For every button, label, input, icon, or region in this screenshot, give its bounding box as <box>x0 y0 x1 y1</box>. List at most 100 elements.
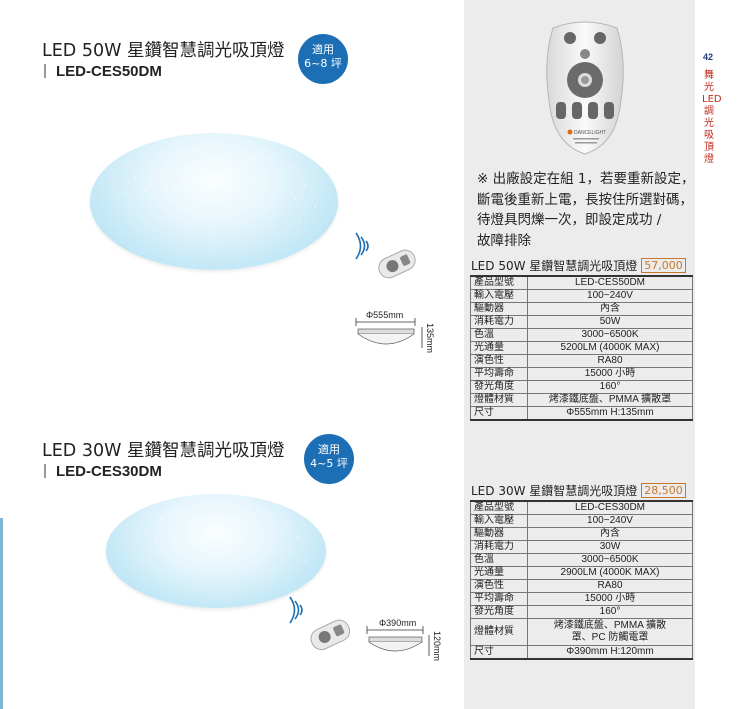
spec-value: 15000 小時 <box>527 367 693 381</box>
note-line: ※ 出廠設定在組 1，若要重新設定， <box>477 171 695 187</box>
spec-key: 產品型號 <box>470 275 528 290</box>
lamp-sparkles <box>133 504 307 563</box>
dimension-drawing-50w: Φ555mm 135mm <box>354 310 439 355</box>
model-text: LED-CES30DM <box>56 463 162 480</box>
note-line: 故障排除 <box>477 232 531 249</box>
spec-value: 100~240V <box>527 289 693 303</box>
product-title-50w: LED 50W 星鑽智慧調光吸頂燈 <box>42 41 285 61</box>
spec-key: 光通量 <box>470 341 528 355</box>
spec-value: 30W <box>527 540 693 554</box>
section-side-label: 舞光LED調光吸頂燈 <box>702 70 722 165</box>
lamp-sparkles <box>119 146 316 222</box>
area-badge-50w: 適用 6~8 坪 <box>298 34 348 84</box>
badge-line1: 適用 <box>312 43 334 56</box>
spec-value: 5200LM (4000K MAX) <box>527 341 693 355</box>
badge-line2: 4~5 坪 <box>310 457 348 470</box>
spec-value: 160° <box>527 380 693 394</box>
spec-title-text: LED 30W 星鑽智慧調光吸頂燈 <box>471 484 638 498</box>
spec-key: 輸入電壓 <box>470 289 528 303</box>
handheld-remote-illustration-50w <box>355 232 416 279</box>
product-model-30w: LED-CES30DM <box>44 463 162 480</box>
spec-key: 驅動器 <box>470 302 528 316</box>
spec-key: 發光角度 <box>470 605 528 619</box>
table-row: 驅動器內含 <box>470 527 693 541</box>
price-tag: 28,500 <box>641 483 686 498</box>
model-text: LED-CES50DM <box>56 63 162 80</box>
spec-value: 15000 小時 <box>527 592 693 606</box>
table-row: 燈體材質烤漆鐵底盤、PMMA 擴散罩 <box>470 393 693 407</box>
spec-value: Φ390mm H:120mm <box>527 645 693 660</box>
signal-waves-icon <box>289 596 303 624</box>
left-edge-bar <box>0 518 3 709</box>
spec-value: RA80 <box>527 579 693 593</box>
spec-key: 色溫 <box>470 553 528 567</box>
dimension-drawing-30w: Φ390mm 120mm <box>365 618 445 663</box>
power-off-button <box>564 32 576 44</box>
height-label: 120mm <box>432 631 442 662</box>
table-row: 驅動器內含 <box>470 302 693 316</box>
spec-title-text: LED 50W 星鑽智慧調光吸頂燈 <box>471 259 638 273</box>
diameter-label: Φ555mm <box>366 310 404 320</box>
spec-key: 輸入電壓 <box>470 514 528 528</box>
spec-value: 2900LM (4000K MAX) <box>527 566 693 580</box>
product-model-50w: LED-CES50DM <box>44 63 162 80</box>
spec-key: 平均壽命 <box>470 367 528 381</box>
spec-value: LED-CES50DM <box>527 275 693 290</box>
spec-value: 100~240V <box>527 514 693 528</box>
spec-value: 160° <box>527 605 693 619</box>
product-title-30w: LED 30W 星鑽智慧調光吸頂燈 <box>42 441 285 461</box>
spec-key: 光通量 <box>470 566 528 580</box>
spec-key: 燈體材質 <box>470 393 528 407</box>
badge-line2: 6~8 坪 <box>304 57 342 70</box>
spec-key: 發光角度 <box>470 380 528 394</box>
note-line: 斷電後重新上電，長按住所選對碼， <box>477 191 693 208</box>
spec-key: 燈體材質 <box>470 618 528 646</box>
height-label: 135mm <box>425 323 435 354</box>
remote-control-image: DANCELIGHT <box>546 21 624 155</box>
spec-key: 驅動器 <box>470 527 528 541</box>
spec-key: 消耗電力 <box>470 540 528 554</box>
table-row: 燈體材質烤漆鐵底盤、PMMA 擴散罩、PC 防觸電罩 <box>470 618 693 646</box>
model-divider <box>44 64 46 78</box>
signal-waves-icon <box>355 232 369 260</box>
badge-line1: 適用 <box>318 443 340 456</box>
spec-value: 內含 <box>527 302 693 316</box>
ceiling-lamp-image-30w <box>106 494 326 608</box>
page-number: 42 <box>703 52 714 62</box>
spec-key: 尺寸 <box>470 406 528 421</box>
area-badge-30w: 適用 4~5 坪 <box>304 434 354 484</box>
spec-value: RA80 <box>527 354 693 368</box>
power-on-button <box>594 32 606 44</box>
spec-key: 消耗電力 <box>470 315 528 329</box>
model-divider <box>44 464 46 478</box>
diameter-label: Φ390mm <box>379 618 417 628</box>
spec-key: 尺寸 <box>470 645 528 660</box>
spec-key: 產品型號 <box>470 500 528 515</box>
spec-value: 3000~6500K <box>527 553 693 567</box>
spec-value: 內含 <box>527 527 693 541</box>
spec-key: 演色性 <box>470 354 528 368</box>
spec-value: 烤漆鐵底盤、PMMA 擴散罩 <box>527 393 693 407</box>
spec-value: 3000~6500K <box>527 328 693 342</box>
spec-value: LED-CES30DM <box>527 500 693 515</box>
spec-key: 色溫 <box>470 328 528 342</box>
remote-brand-logo: DANCELIGHT <box>574 130 606 136</box>
note-line: 待燈具閃爍一次，即設定成功 / <box>477 212 662 228</box>
